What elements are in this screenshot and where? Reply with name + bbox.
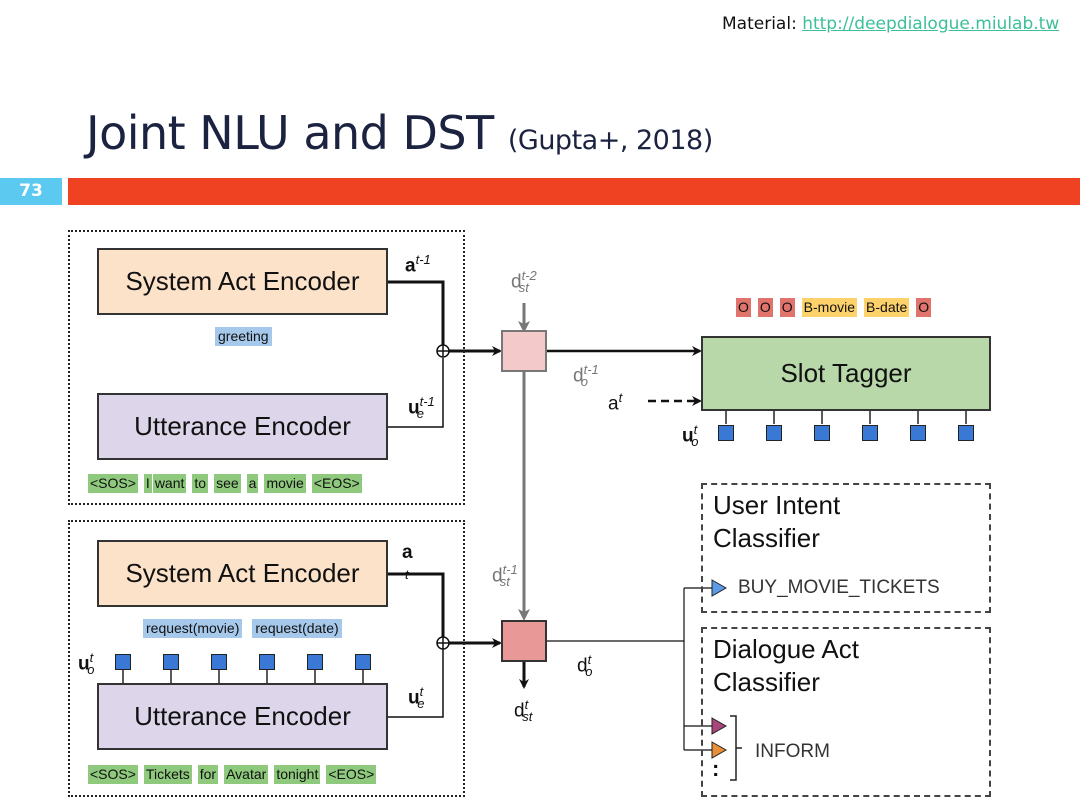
- label-u-o-t-encoder: uto: [78, 650, 95, 678]
- token: <EOS>: [311, 474, 362, 493]
- token-embedding-square: [163, 654, 179, 670]
- user-intent-classifier: User Intent Classifier: [701, 483, 991, 613]
- title-citation: (Gupta+, 2018): [507, 125, 713, 156]
- token-embedding-square: [766, 425, 782, 441]
- curr-token-list: <SOS> Tickets for Avatar tonight <EOS>: [88, 765, 382, 784]
- label-u-e-t-1: ut-1e: [408, 394, 435, 422]
- token-embedding-square: [307, 654, 323, 670]
- token: tonight: [274, 765, 321, 784]
- slot-tag: O: [757, 298, 773, 317]
- prev-turn-panel: [68, 230, 465, 505]
- token-embedding-square: [958, 425, 974, 441]
- token: for: [197, 765, 219, 784]
- line-prev-utt: [388, 358, 444, 428]
- curr-turn-panel: [68, 520, 465, 797]
- token-embedding-square: [211, 654, 227, 670]
- slot-tagger: Slot Tagger: [701, 336, 991, 411]
- prev-utterance-encoder: Utterance Encoder: [97, 393, 388, 460]
- system-act-chip: request(date): [252, 619, 342, 638]
- token: Tickets: [143, 765, 192, 784]
- label-d-o-t: dto: [577, 652, 593, 680]
- token: want: [152, 474, 187, 493]
- title-accent-bar: [68, 178, 1080, 205]
- token: see: [214, 474, 241, 493]
- material-link[interactable]: http://deepdialogue.miulab.tw: [802, 14, 1060, 34]
- label-a-t-1: at-1: [405, 252, 431, 277]
- user-intent-title: User Intent Classifier: [713, 490, 841, 553]
- intent-output-triangle: [711, 579, 728, 597]
- material-credit: Material: http://deepdialogue.miulab.tw: [722, 14, 1059, 34]
- token-embedding-square: [910, 425, 926, 441]
- label-d-o-t-1: dt-1o: [573, 362, 599, 390]
- prev-system-acts: greeting: [215, 327, 282, 346]
- token-embedding-square: [115, 654, 131, 670]
- token-embedding-square: [259, 654, 275, 670]
- token-embedding-square: [355, 654, 371, 670]
- label-d-st-t-2: dt-2st: [511, 268, 537, 296]
- intent-output-label: BUY_MOVIE_TICKETS: [738, 577, 940, 598]
- act-ellipsis: :: [712, 756, 720, 781]
- act-bracket: [730, 715, 742, 781]
- material-label: Material:: [722, 14, 797, 34]
- token: to: [192, 474, 209, 493]
- prev-system-act-encoder: System Act Encoder: [97, 248, 388, 315]
- token: a: [246, 474, 259, 493]
- token: Avatar: [224, 765, 269, 784]
- act-output-triangle-2: [711, 741, 728, 759]
- label-u-o-t-tagger: uto: [682, 422, 699, 450]
- slot-tag: O: [779, 298, 795, 317]
- title-text: Joint NLU and DST: [86, 106, 494, 160]
- curr-system-act-encoder: System Act Encoder: [97, 540, 388, 607]
- slot-tag: O: [736, 298, 751, 317]
- page-number: 73: [0, 178, 62, 205]
- curr-state-box: [501, 620, 547, 662]
- curr-system-acts: request(movie) request(date): [143, 619, 352, 638]
- line-curr-sysact: [388, 572, 445, 637]
- prev-state-box: [501, 330, 547, 372]
- label-d-st-t: dtst: [514, 697, 533, 725]
- token: <SOS>: [88, 765, 138, 784]
- token: <SOS>: [88, 474, 138, 493]
- system-act-chip: greeting: [215, 327, 272, 346]
- slide-title: Joint NLU and DST (Gupta+, 2018): [86, 106, 713, 160]
- label-a-t: at: [608, 390, 623, 415]
- token: I: [143, 474, 152, 493]
- slot-tag: B-movie: [801, 298, 858, 317]
- slot-tag: B-date: [864, 298, 910, 317]
- token: <EOS>: [326, 765, 377, 784]
- dialogue-act-classifier: Dialogue Act Classifier: [701, 627, 991, 797]
- line-curr-utt: [388, 649, 444, 718]
- token: movie: [264, 474, 306, 493]
- label-d-st-t-1: dt-1st: [492, 562, 518, 590]
- label-u-e-t: ute: [408, 684, 425, 712]
- act-output-triangle-1: [711, 717, 728, 735]
- system-act-chip: request(movie): [143, 619, 243, 638]
- token-embedding-square: [862, 425, 878, 441]
- slot-tag: O: [916, 298, 932, 317]
- dialogue-act-title: Dialogue Act Classifier: [713, 634, 859, 697]
- act-output-label: INFORM: [755, 741, 830, 762]
- line-prev-sysact: [388, 280, 445, 345]
- token-embedding-square: [814, 425, 830, 441]
- token-embedding-square: [718, 425, 734, 441]
- curr-utterance-encoder: Utterance Encoder: [97, 683, 388, 750]
